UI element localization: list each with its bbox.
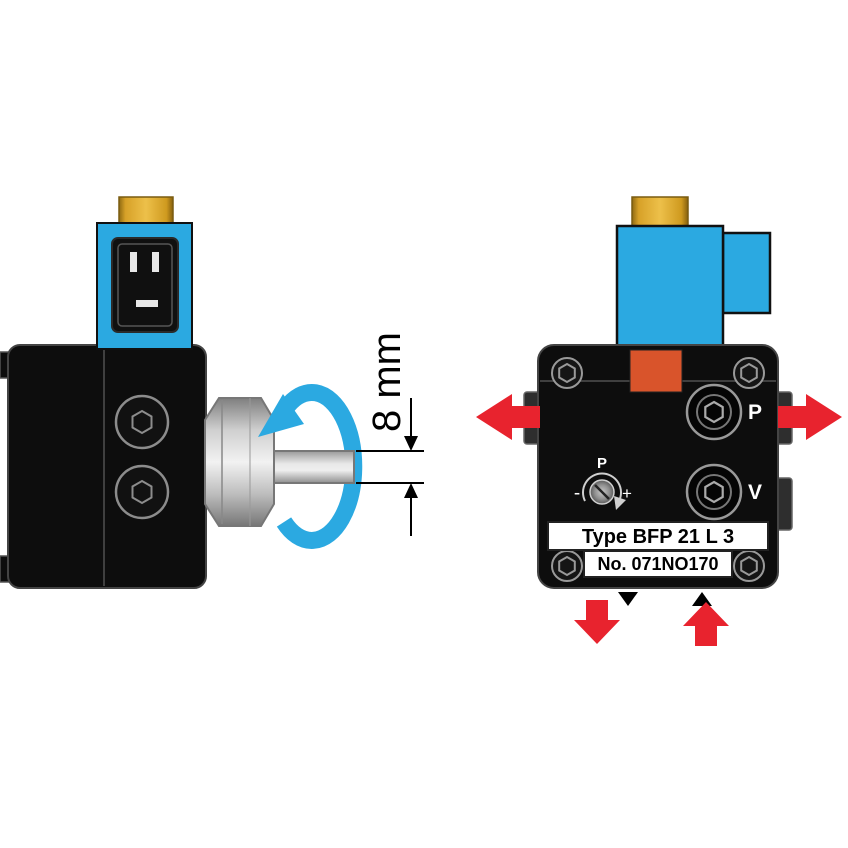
port-inner-circle	[696, 474, 732, 510]
pump-front-view: P V P - + Type BFP 21 L 3 No. 071NO170	[476, 196, 842, 646]
flow-arrow-down-icon	[574, 600, 620, 644]
solenoid-connector	[96, 196, 193, 350]
port-circle	[114, 464, 170, 520]
connector-cap	[118, 196, 174, 226]
flow-arrow-right-icon	[778, 394, 842, 440]
dial-minus-label: -	[574, 483, 580, 504]
dial-arc-arrow-icon	[614, 496, 626, 510]
coil-cap	[631, 196, 689, 228]
screw-hex	[558, 555, 576, 577]
connector-pin	[130, 252, 137, 272]
screw-circle	[551, 357, 583, 389]
side-port-bottom	[114, 464, 170, 520]
pressure-adjust-dial: P - +	[574, 455, 632, 510]
screw-circle	[733, 550, 765, 582]
corner-screw	[551, 357, 583, 389]
dial-slot	[594, 484, 610, 500]
port-hex	[131, 409, 153, 435]
pump-shaft	[273, 450, 355, 484]
type-label: Type BFP 21 L 3	[582, 526, 734, 548]
type-plate	[547, 521, 769, 551]
serial-plate	[583, 550, 733, 578]
flow-arrow-left-icon	[476, 394, 540, 440]
port-p-label: P	[748, 401, 762, 424]
screw-circle	[733, 357, 765, 389]
port-circle	[685, 463, 743, 521]
screw-hex	[740, 555, 758, 577]
port-circle	[685, 383, 743, 441]
vacuum-port	[685, 463, 743, 521]
port-hex	[704, 400, 724, 424]
coil-body	[615, 224, 725, 350]
nozzle-marker-down-icon	[618, 592, 638, 606]
side-port-top	[114, 394, 170, 450]
pressure-port	[685, 383, 743, 441]
flow-arrow-up-icon	[683, 602, 729, 646]
shaft-coupling	[204, 397, 275, 527]
dimension-annotation: 8 mm	[356, 332, 424, 536]
dimension-arrow-up-icon	[404, 483, 418, 498]
serial-label: No. 071NO170	[597, 554, 718, 574]
corner-screw	[733, 357, 765, 389]
port-hex	[704, 480, 724, 504]
port-v-label: V	[748, 481, 762, 504]
solenoid-coil	[615, 196, 772, 350]
screw-hex	[740, 362, 758, 384]
connector-socket-inner	[117, 243, 173, 327]
coil-terminal-box	[721, 231, 772, 315]
pump-side-view: 8 mm	[0, 196, 424, 589]
dimension-arrow-down-icon	[404, 436, 418, 451]
port-inner-circle	[696, 394, 732, 430]
rotation-arrow-head	[258, 394, 304, 437]
connector-socket	[111, 237, 179, 333]
port-hex	[131, 479, 153, 505]
corner-screw	[733, 550, 765, 582]
dial-p-label: P	[597, 455, 607, 472]
dimension-label: 8 mm	[365, 332, 409, 432]
dial-arc	[582, 472, 622, 502]
port-circle	[114, 394, 170, 450]
nozzle-marker-up-icon	[692, 592, 712, 606]
connector-pin	[152, 252, 159, 272]
screw-circle	[551, 550, 583, 582]
connector-slot	[136, 300, 158, 307]
corner-screw	[551, 550, 583, 582]
screw-hex	[558, 362, 576, 384]
pump-body-side	[7, 344, 207, 589]
dial-plus-label: +	[622, 484, 632, 503]
orange-marker	[629, 349, 683, 393]
